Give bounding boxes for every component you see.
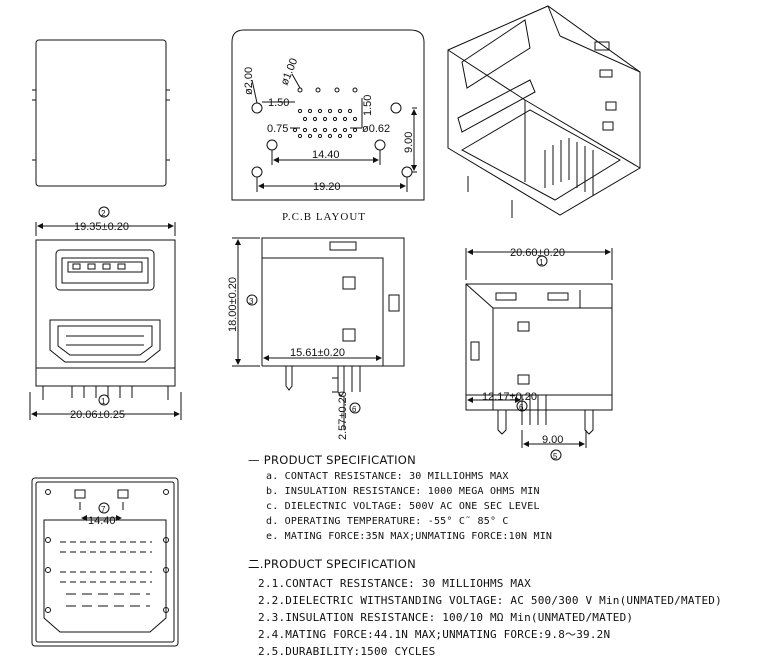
pcb-d-small: ø0.62 [362,123,390,135]
pcb-span-19: 19.20 [313,181,341,193]
spec-block-2: 二.PRODUCT SPECIFICATION 2.1.CONTACT RESI… [248,556,722,660]
spec2-item-2: 2.2.DIELECTRIC WITHSTANDING VOLTAGE: AC … [258,594,722,607]
spec1-title-text: PRODUCT SPECIFICATION [263,453,417,467]
spec1-item-a: a. CONTACT RESISTANCE: 30 MILLIOHMS MAX [266,471,509,482]
pcb-pitch-1: 1.50 [268,97,289,109]
spec2-items: 2.1.CONTACT RESISTANCE: 30 MILLIOHMS MAX… [248,572,722,660]
right-width: 20.60±0.20 [510,247,565,259]
right-view [465,248,613,448]
pcb-d-large: ø2.00 [243,67,255,95]
callout-3: 3 [249,297,254,306]
front-width-bottom: 20.06±0.25 [70,409,125,421]
top-view [32,39,170,187]
callout-2: 2 [101,209,106,218]
iso-view [447,5,641,218]
spec1-item-e: e. MATING FORCE:35N MAX;UNMATING FORCE:1… [266,531,553,542]
callout-6b: 6 [519,403,524,412]
callout-7: 7 [101,505,106,514]
bottom-span: 14.40 [88,515,116,527]
spec1-item-b: b. INSULATION RESISTANCE: 1000 MEGA OHMS… [266,486,540,497]
spec2-item-1: 2.1.CONTACT RESISTANCE: 30 MILLIOHMS MAX [258,577,531,590]
front-view [29,222,182,420]
spec1-items: a. CONTACT RESISTANCE: 30 MILLIOHMS MAX … [248,467,552,544]
spec1-dash: — [248,453,264,467]
spec1-title: — PRODUCT SPECIFICATION [248,453,552,467]
side-depth: 15.61±0.20 [290,347,345,359]
callout-1b: 1 [539,258,544,267]
spec2-title: 二.PRODUCT SPECIFICATION [248,557,417,571]
pcb-span-14: 14.40 [312,149,340,161]
spec2-item-4: 2.4.MATING FORCE:44.1N MAX;UNMATING FORC… [258,628,611,641]
spec1-item-d: d. OPERATING TEMPERATURE: -55° C˜ 85° C [266,516,509,527]
spec-block-1: — PRODUCT SPECIFICATION a. CONTACT RESIS… [248,453,552,544]
bottom-view [31,477,179,647]
pcb-layout-label: P.C.B LAYOUT [282,211,366,223]
pcb-pitch-3: 0.75 [267,123,288,135]
right-pin-offset: 12.17±0.20 [482,391,537,403]
side-height: 18.00±0.20 [227,277,239,332]
callout-1: 1 [101,397,106,406]
pcb-pitch-2: 1.50 [362,95,374,116]
spec2-item-3: 2.3.INSULATION RESISTANCE: 100/10 MΩ Min… [258,611,634,624]
callout-6a: 6 [352,405,357,414]
pcb-height-9: 9.00 [403,132,415,153]
pcb-layout [231,29,425,201]
callout-5: 5 [553,452,558,461]
side-view [232,237,405,430]
spec2-item-5: 2.5.DURABILITY:1500 CYCLES [258,645,436,658]
right-pin-span: 9.00 [542,434,563,446]
spec1-item-c: c. DIELECTNIC VOLTAGE: 500V AC ONE SEC L… [266,501,540,512]
side-pin-len: 2.57±0.20 [337,391,349,440]
front-width-top: 19.35±0.20 [74,221,129,233]
